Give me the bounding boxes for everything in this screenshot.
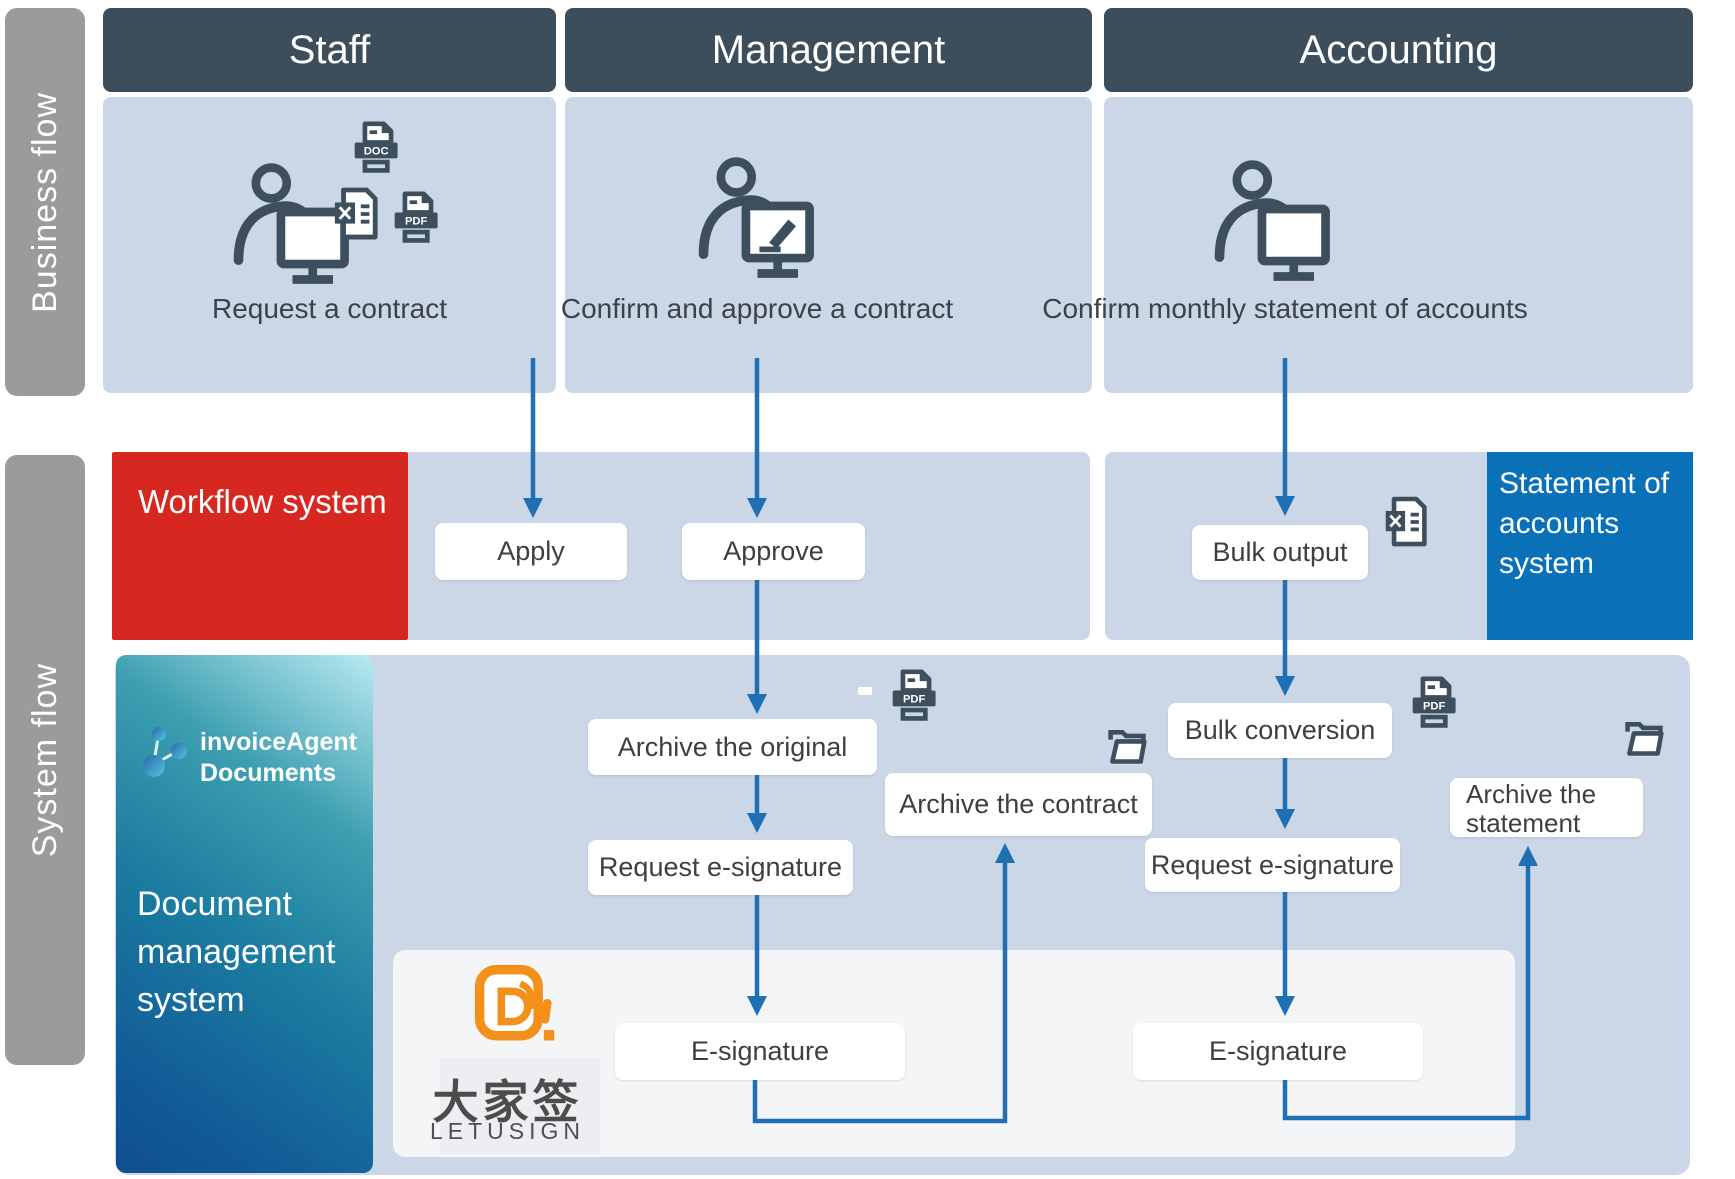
archive-contract-label: Archive the contract: [899, 789, 1138, 819]
caption-accounting: Confirm monthly statement of accounts: [1042, 293, 1528, 324]
request-esignature-right-node: Request e-signature: [1145, 838, 1400, 892]
header-staff: Staff: [103, 8, 556, 92]
letusign-shadow: [440, 1058, 600, 1154]
header-management: Management: [565, 8, 1092, 92]
letusign-logo: [473, 963, 558, 1048]
letusign-cjk-label: 大家签: [432, 1076, 583, 1128]
archive-original-node: Archive the original: [588, 719, 877, 775]
letusign-latin-label: LETUSIGN: [429, 1118, 586, 1144]
management-person-signing-icon: [690, 152, 825, 287]
system-flow-label: System flow: [25, 662, 64, 858]
doc-label: DOC: [364, 146, 389, 158]
pdf-label-3: PDF: [1423, 701, 1446, 713]
system-flow-bar: System flow: [5, 455, 85, 1065]
archive-original-label: Archive the original: [617, 731, 848, 762]
folder-icon-contract: [1106, 726, 1148, 766]
request-esignature-left-label: Request e-signature: [598, 852, 843, 882]
header-management-label: Management: [711, 27, 946, 72]
bulk-conversion-label: Bulk conversion: [1184, 715, 1376, 745]
workflow-system-box: Workflow system: [112, 452, 408, 640]
invoiceagent-brand: invoiceAgent Documents: [200, 727, 357, 789]
archive-statement-node: Archive the statement: [1450, 778, 1643, 837]
statement-system-box: Statement of accounts system: [1487, 452, 1693, 640]
archive-statement-label: Archive the statement: [1466, 778, 1597, 838]
pdf-file-icon-staff: PDF: [390, 190, 446, 248]
header-accounting-label: Accounting: [1299, 27, 1498, 72]
archive-contract-node: Archive the contract: [885, 773, 1152, 836]
panel-accounting: [1104, 97, 1693, 393]
accounting-person-computer-icon: [1206, 155, 1341, 290]
caption-staff: Request a contract: [211, 293, 448, 324]
apply-node: Apply: [435, 523, 627, 580]
header-accounting: Accounting: [1104, 8, 1693, 92]
header-staff-label: Staff: [288, 27, 371, 72]
bulk-output-label: Bulk output: [1212, 537, 1348, 567]
bulk-conversion-node: Bulk conversion: [1168, 703, 1392, 758]
esignature-left-node: E-signature: [615, 1023, 905, 1080]
brand-line2: Documents: [200, 759, 337, 787]
excel-doc-icon-statement: [1383, 496, 1429, 548]
approve-node: Approve: [682, 523, 865, 580]
request-esignature-left-node: Request e-signature: [588, 840, 853, 895]
pdf-file-icon-contract: PDF: [888, 668, 944, 726]
doc-file-icon: DOC: [350, 120, 406, 178]
invoiceagent-molecule-icon: [138, 724, 194, 788]
request-esignature-right-label: Request e-signature: [1150, 849, 1395, 880]
staff-person-computer-icon: [225, 158, 360, 293]
business-flow-bar: Business flow: [5, 8, 85, 396]
bulk-output-node: Bulk output: [1192, 525, 1368, 580]
business-flow-label: Business flow: [25, 91, 64, 313]
esignature-right-label: E-signature: [1208, 1036, 1348, 1066]
pdf-label-2: PDF: [903, 694, 926, 706]
approve-label: Approve: [723, 536, 824, 566]
pdf-label: PDF: [405, 216, 428, 228]
esignature-left-label: E-signature: [690, 1036, 830, 1066]
workflow-system-label: Workflow system: [138, 483, 387, 520]
document-management-label: Document management system: [137, 885, 336, 1019]
pdf-file-icon-statement: PDF: [1408, 675, 1464, 733]
brand-line1: invoiceAgent: [200, 728, 357, 756]
caption-management: Confirm and approve a contract: [560, 293, 954, 324]
folder-icon-statement: [1623, 718, 1665, 758]
dash-mark: [858, 687, 872, 695]
esignature-right-node: E-signature: [1133, 1023, 1423, 1080]
apply-label: Apply: [497, 536, 565, 566]
statement-system-label: Statement of accounts system: [1499, 467, 1670, 580]
panel-management: [565, 97, 1092, 393]
excel-doc-icon-staff: [332, 186, 380, 242]
